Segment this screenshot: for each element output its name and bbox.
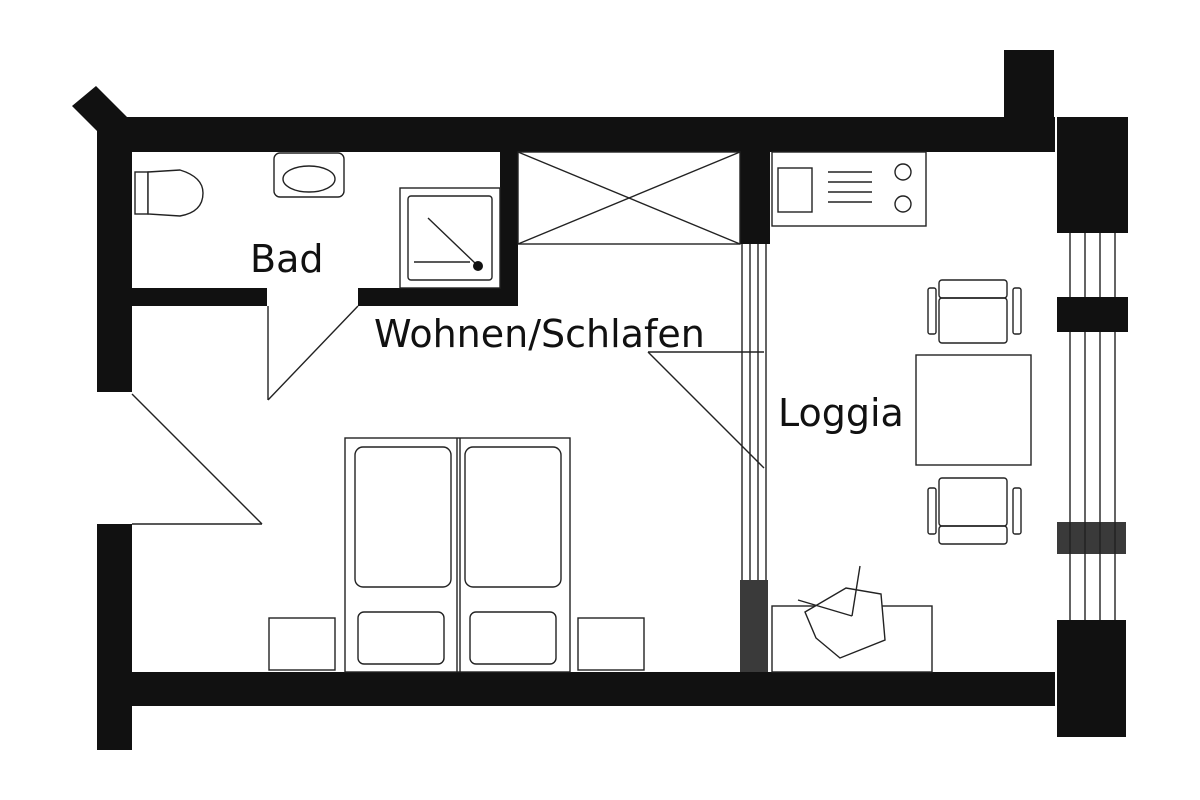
room-label-loggia: Loggia [778, 391, 904, 435]
kitchenette-icon [771, 151, 927, 227]
wall-bottom [97, 672, 1055, 706]
wall-left-upper [97, 117, 132, 392]
wall-bath-bottom-right [358, 288, 518, 306]
bath-door-icon [267, 305, 359, 401]
wall-loggia-pillar [740, 150, 770, 244]
room-label-bath: Bad [250, 237, 323, 281]
shower-icon [399, 187, 501, 289]
room-label-living: Wohnen/Schlafen [374, 312, 705, 356]
wall-top [97, 117, 1055, 152]
nightstand-left-icon [268, 617, 336, 671]
facade-right [1057, 117, 1128, 737]
entrance-door-icon [131, 393, 263, 525]
wall-loggia-post [740, 580, 768, 672]
chair-bottom-icon [927, 477, 1022, 545]
facade-pier-top [1057, 117, 1128, 233]
desk-icon [771, 565, 933, 673]
bed-icon [344, 437, 571, 673]
dining-table-icon [915, 354, 1032, 466]
wall-bath-bottom-left [132, 288, 267, 306]
wardrobe-icon [517, 151, 741, 245]
bath-fixtures [134, 152, 501, 289]
wall-bath-right [500, 150, 518, 306]
toilet-icon [134, 169, 204, 217]
wall-right-chimney [1004, 50, 1054, 150]
nightstand-right-icon [577, 617, 645, 671]
doors [131, 305, 359, 525]
chair-top-icon [927, 279, 1022, 344]
walls [72, 50, 1055, 750]
wall-left-lower [97, 524, 132, 750]
washbasin-icon [273, 152, 345, 198]
facade-pier-middle [1057, 297, 1128, 332]
sliding-door-icon [647, 244, 767, 580]
facade-pier-bottom [1057, 620, 1126, 737]
